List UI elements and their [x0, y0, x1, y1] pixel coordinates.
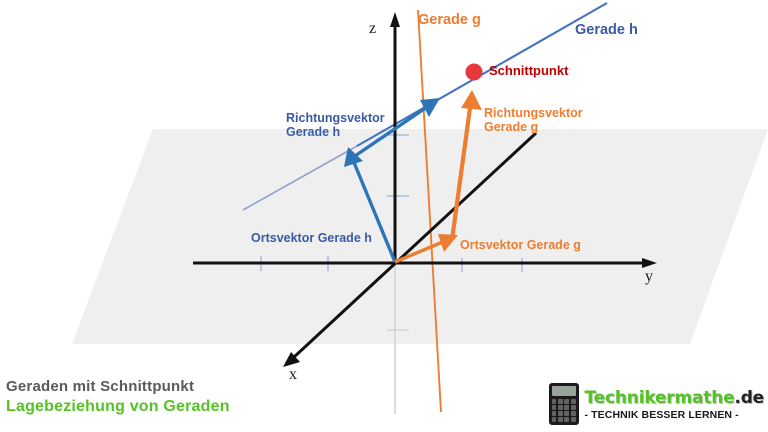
- gerade-g-line: [417, 9, 442, 413]
- brand-tld: .de: [734, 387, 764, 408]
- brand-name-text: Technikermathe: [584, 387, 735, 408]
- xy-plane: [72, 129, 768, 344]
- ortsvektor-h-vector: [351, 159, 397, 263]
- footer: Geraden mit Schnittpunkt Lagebeziehung v…: [0, 378, 768, 432]
- x-axis: [291, 131, 538, 360]
- calculator-icon: [548, 383, 579, 425]
- ortsvektor-g-vector: [394, 239, 446, 264]
- richtungsvektor-g-label: Richtungsvektor Gerade g: [484, 106, 583, 135]
- y-axis-label: y: [645, 268, 653, 285]
- brand-name: Technikermathe.de: [584, 387, 765, 408]
- footer-subtitle: Lagebeziehung von Geraden: [6, 398, 230, 415]
- ortsvektor-g-label: Ortsvektor Gerade g: [460, 238, 581, 252]
- schnittpunkt-dot: [465, 63, 483, 81]
- z-axis-label: z: [369, 20, 377, 37]
- richtungsvektor-h-label: Richtungsvektor Gerade h: [286, 111, 385, 140]
- richtungsvektor-h-arrowhead: [420, 98, 440, 117]
- calculator-keys-icon: [551, 399, 576, 422]
- x-axis-arrowhead: [283, 352, 300, 367]
- brand-logo: Technikermathe.de - TECHNIK BESSER LERNE…: [548, 382, 765, 426]
- richtungsvektor-h-vector: [351, 105, 428, 160]
- footer-title: Geraden mit Schnittpunkt: [6, 378, 195, 395]
- richtungsvektor-g-arrowhead: [461, 90, 482, 110]
- gerade-g-label: Gerade g: [418, 12, 481, 28]
- schnittpunkt-label: Schnittpunkt: [489, 63, 569, 78]
- ortsvektor-h-label: Ortsvektor Gerade h: [251, 231, 372, 245]
- axis-negative-extensions: [387, 263, 409, 414]
- gerade-h-label: Gerade h: [575, 22, 638, 38]
- x-axis-label: x: [289, 366, 297, 383]
- gerade-h-tail: [242, 145, 358, 211]
- z-axis-arrowhead: [390, 12, 400, 27]
- calculator-screen-icon: [551, 386, 576, 396]
- brand-slogan: - TECHNIK BESSER LERNEN -: [584, 408, 739, 421]
- richtungsvektor-g-vector: [449, 107, 473, 241]
- y-axis-arrowhead: [642, 258, 657, 268]
- axis-ticks: [260, 134, 523, 272]
- brand-text: Technikermathe.de - TECHNIK BESSER LERNE…: [584, 387, 765, 421]
